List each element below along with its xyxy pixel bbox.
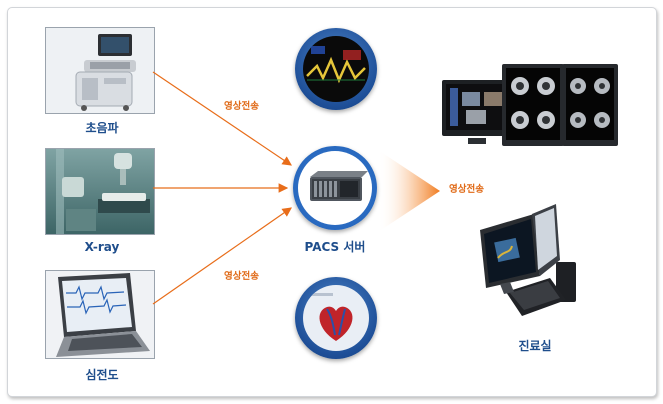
pacs-server-circle [293,146,377,230]
transfer-label-right: 영상전송 [449,184,484,195]
ecg-laptop-icon [46,271,154,358]
transfer-label-top: 영상전송 [224,101,259,112]
ultrasound-image [45,27,155,114]
arrow-ecg-to-server [152,207,292,305]
ultrasound-machine-icon [46,28,154,113]
source-label-ecg: 심전도 [85,368,119,382]
arrow-ultrasound-to-server [152,71,292,166]
doppler-scan-icon [303,36,369,102]
ultrasound-scan-circle [295,28,377,110]
workstation-icon [480,204,576,316]
server-rack-icon [310,171,368,201]
ecg-image [45,270,155,359]
diagnostic-monitors-icon [442,64,618,146]
server-label: PACS 서버 [304,240,366,254]
xray-image [45,148,155,235]
xray-room-icon [46,149,154,234]
destination-label: 진료실 [518,339,552,353]
transfer-arrow-right [378,150,440,232]
transfer-label-bottom: 영상전송 [224,271,259,282]
source-label-ultrasound: 초음파 [85,121,119,135]
heart-3d-circle [295,277,377,359]
heart-model-icon [303,285,369,351]
source-label-xray: X-ray [84,240,120,254]
